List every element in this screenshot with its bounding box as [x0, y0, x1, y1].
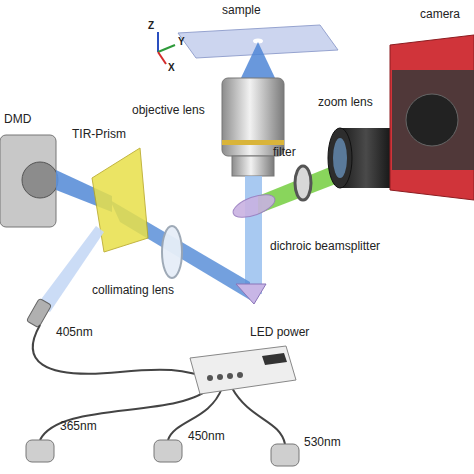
part-label: LED power: [250, 326, 309, 340]
led-450: [154, 440, 182, 462]
led-530: [271, 444, 299, 466]
part-label: filter: [273, 146, 296, 160]
wavelength-label: 450nm: [188, 430, 225, 444]
dichroic-plate: [230, 190, 278, 222]
wavelength-label: 530nm: [304, 436, 341, 450]
z-axis: [157, 32, 159, 52]
part-label: DMD: [4, 113, 31, 127]
cable: [232, 388, 285, 444]
fiber-connector: [26, 298, 51, 328]
objective-body: [222, 78, 284, 156]
zoom-lens-front: [328, 128, 352, 188]
x-axis: [158, 52, 166, 64]
wavelength-label: 405nm: [56, 326, 93, 340]
part-label: dichroic beamsplitter: [270, 240, 380, 254]
collimating-lens-shape: [162, 226, 182, 278]
zoom-lens-glass: [333, 138, 347, 178]
mirror-prism: [236, 284, 266, 304]
objective-ring: [222, 140, 284, 145]
camera-body: [390, 35, 474, 200]
objective-mount: [232, 156, 274, 176]
axis-label: X: [168, 62, 175, 74]
port: [217, 374, 223, 380]
camera-mount: [406, 94, 458, 146]
wavelength-label: 365nm: [60, 420, 97, 434]
port: [207, 375, 213, 381]
dmd-chip: [22, 162, 58, 198]
filter-ring: [295, 166, 311, 200]
cable: [40, 386, 212, 440]
led-365: [26, 440, 54, 462]
led-power-display: [262, 353, 287, 365]
part-label: TIR-Prism: [72, 128, 126, 142]
part-label: zoom lens: [318, 96, 373, 110]
fiber-beam: [36, 226, 104, 312]
camera-face: [392, 70, 474, 170]
part-label: collimating lens: [92, 284, 174, 298]
led-power-box: [190, 346, 296, 394]
excitation-beam: [245, 176, 262, 294]
cable: [33, 325, 205, 374]
port: [237, 372, 243, 378]
part-label: objective lens: [132, 104, 205, 118]
focus-cone: [240, 42, 276, 80]
port: [227, 373, 233, 379]
y-axis: [158, 45, 175, 52]
axis-label: Z: [148, 20, 154, 32]
part-label: camera: [420, 8, 460, 22]
axis-label: Y: [178, 36, 185, 48]
part-label: sample: [222, 4, 261, 18]
